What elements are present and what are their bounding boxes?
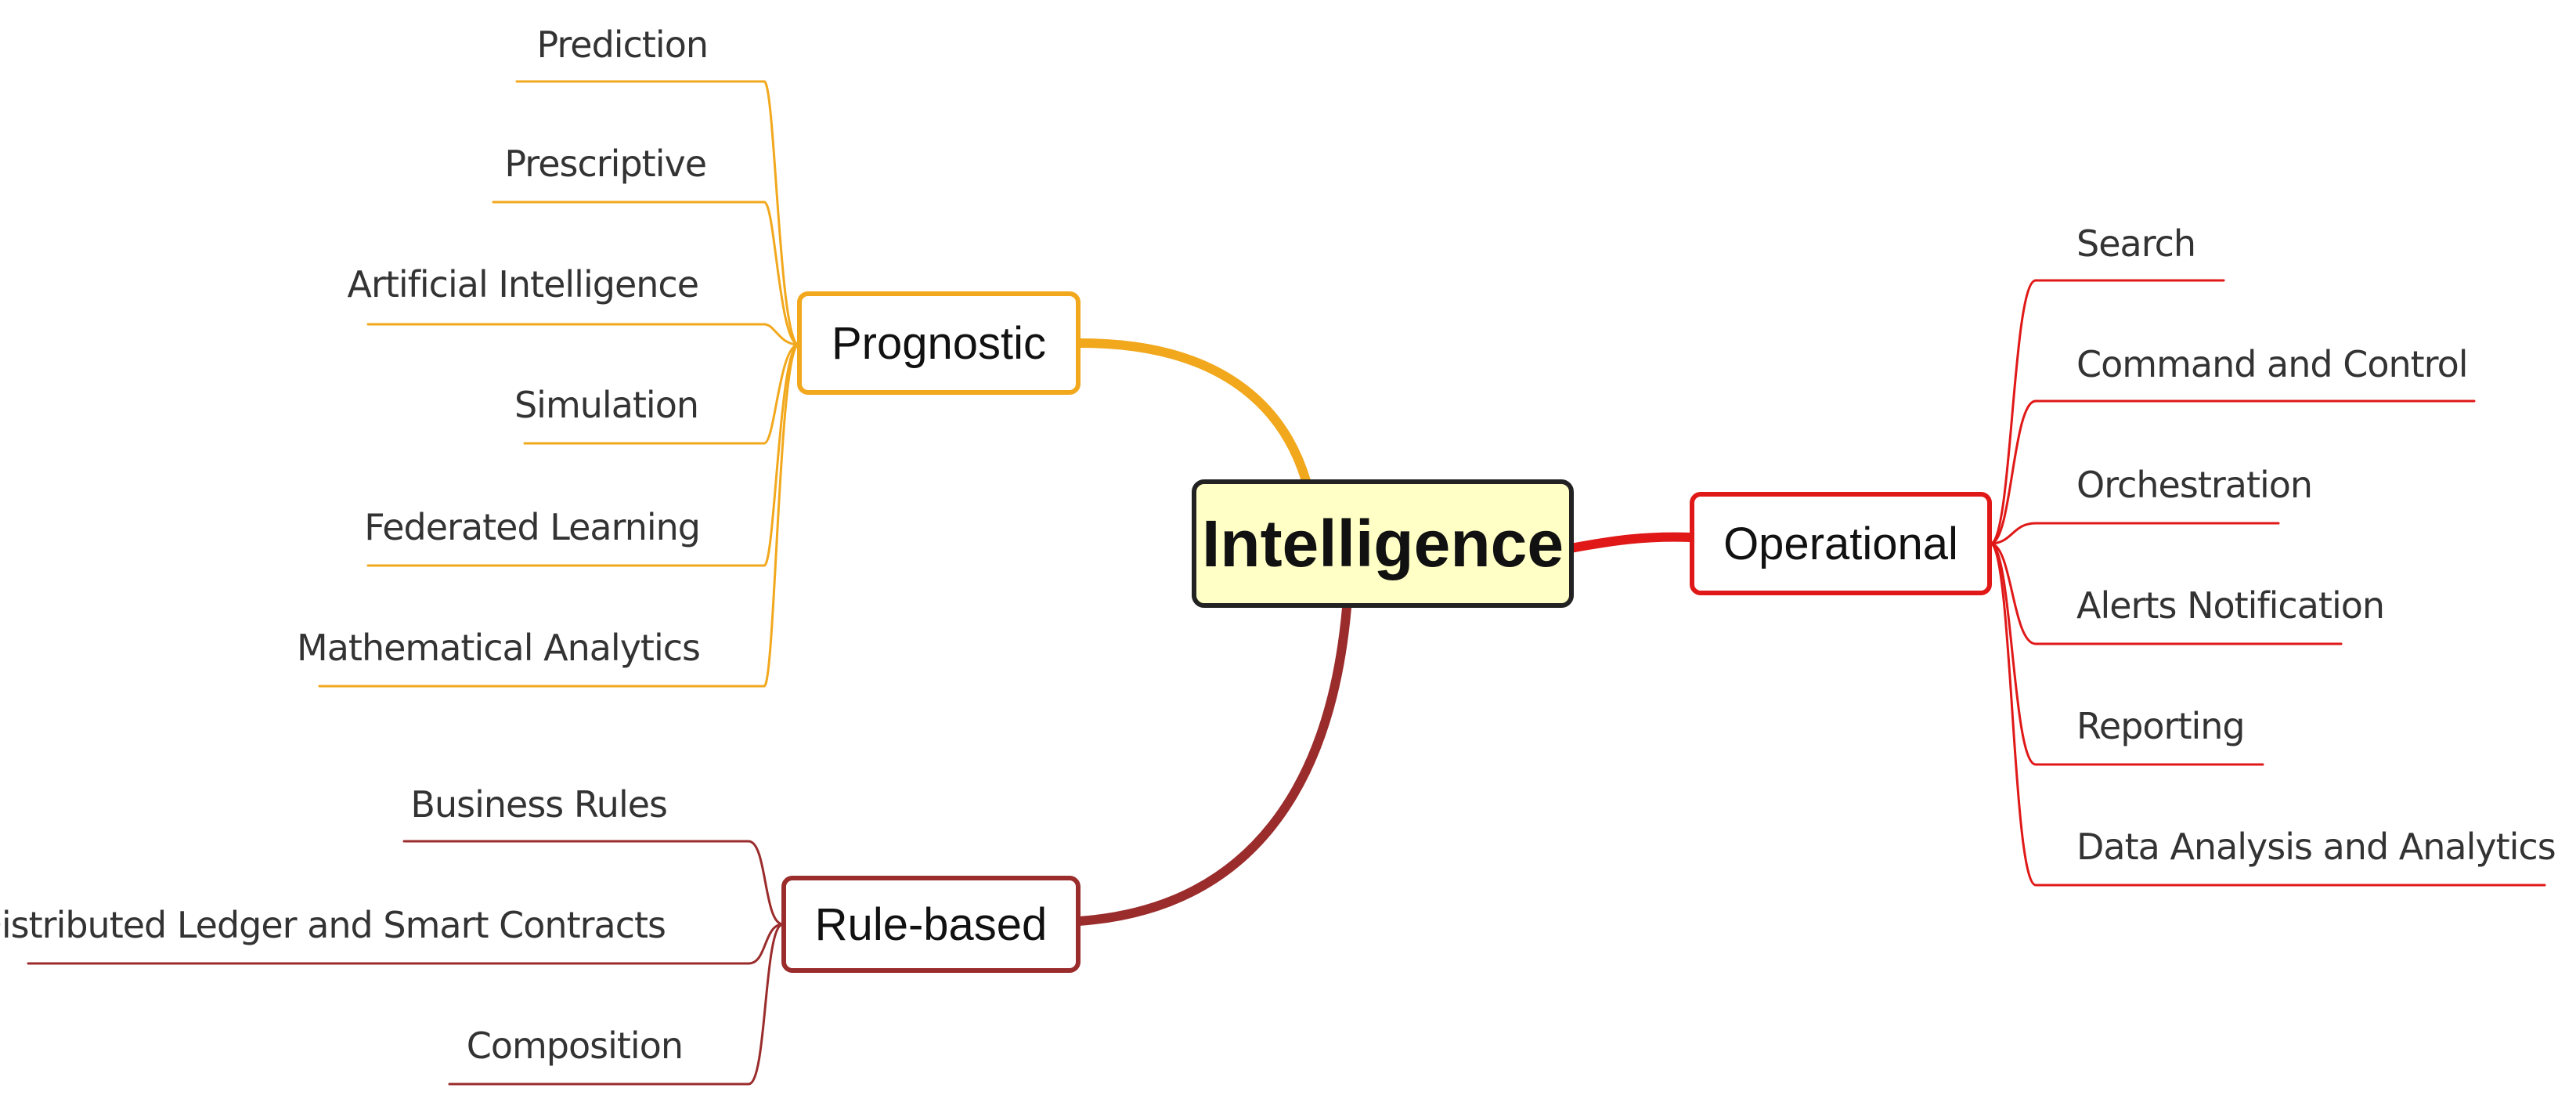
leaf-mathematical-analytics[interactable]: Mathematical Analytics (297, 627, 701, 669)
rule-based-leaf-link-2 (747, 923, 785, 1086)
prognostic-leaf-link-5 (763, 343, 800, 688)
operational-leaf-link-0 (1989, 279, 2037, 545)
leaf-command-and-control[interactable]: Command and Control (2076, 343, 2468, 385)
rule-based-leaf-link-1 (747, 923, 785, 965)
leaf-distributed-ledger[interactable]: Distributed Ledger and Smart Contracts (0, 904, 666, 946)
branch-node-operational[interactable]: Operational (1690, 492, 1992, 595)
leaf-data-analysis-and-analytics[interactable]: Data Analysis and Analytics (2076, 826, 2556, 868)
operational-leaf-link-2 (1989, 522, 2037, 545)
leaf-search[interactable]: Search (2076, 222, 2196, 265)
branch-node-rule-based[interactable]: Rule-based (781, 876, 1081, 973)
root-node-intelligence[interactable]: Intelligence (1192, 479, 1574, 608)
operational-leaf-link-1 (1989, 399, 2037, 545)
operational-leaf-link-3 (1989, 542, 2037, 645)
leaf-simulation[interactable]: Simulation (514, 384, 699, 426)
operational-leaf-link-5 (1989, 542, 2037, 887)
leaf-business-rules[interactable]: Business Rules (410, 783, 668, 826)
leaf-prediction[interactable]: Prediction (536, 23, 709, 66)
prognostic-leaf-link-1 (763, 201, 800, 346)
rule-based-leaf-link-0 (747, 840, 785, 926)
link-root-prognostic (1076, 338, 1311, 486)
link-root-rule-based (1074, 603, 1351, 926)
prognostic-leaf-link-3 (763, 343, 800, 445)
prognostic-leaf-link-2 (763, 323, 800, 346)
link-root-operational (1566, 532, 1696, 553)
branch-node-prognostic[interactable]: Prognostic (797, 291, 1081, 395)
leaf-reporting[interactable]: Reporting (2076, 705, 2246, 747)
leaf-artificial-intelligence[interactable]: Artificial Intelligence (347, 263, 699, 305)
leaf-prescriptive[interactable]: Prescriptive (504, 143, 707, 185)
operational-leaf-link-4 (1989, 542, 2037, 766)
leaf-orchestration[interactable]: Orchestration (2076, 464, 2313, 506)
leaf-federated-learning[interactable]: Federated Learning (364, 506, 701, 548)
leaf-alerts-notification[interactable]: Alerts Notification (2076, 584, 2385, 627)
prognostic-leaf-link-0 (763, 80, 800, 346)
leaf-composition[interactable]: Composition (466, 1025, 684, 1067)
